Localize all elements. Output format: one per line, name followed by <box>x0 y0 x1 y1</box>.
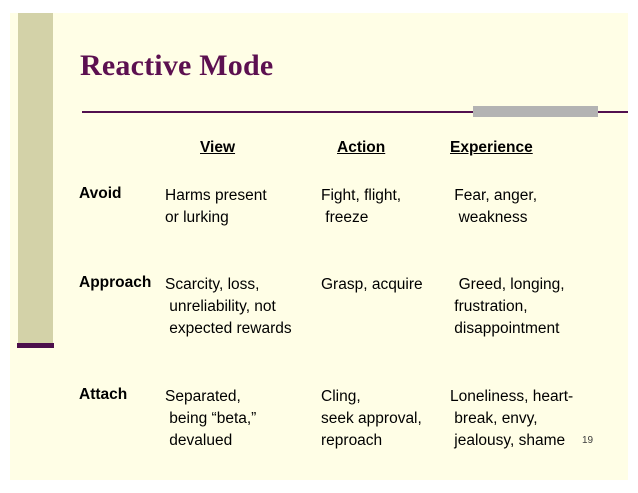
cell-approach-experience: Greed, longing, frustration, disappointm… <box>454 276 565 337</box>
row-label-attach: Attach <box>79 386 128 403</box>
cell-avoid-view: Harms present or lurking <box>165 187 267 226</box>
title-divider-rule <box>82 111 628 113</box>
column-header-experience: Experience <box>450 139 533 156</box>
cell-avoid-action: Fight, flight, freeze <box>321 187 402 226</box>
column-header-view: View <box>200 139 236 156</box>
cell-approach-action: Grasp, acquire <box>321 276 423 293</box>
cell-attach-action: Cling, seek approval, reproach <box>321 388 422 449</box>
page-title: Reactive Mode <box>80 49 274 82</box>
cell-attach-experience: Loneliness, heart- break, envy, jealousy… <box>450 388 574 449</box>
row-label-avoid: Avoid <box>79 185 122 202</box>
decorative-rule-block <box>473 106 598 117</box>
slide: Reactive Mode View Action Experience Avo… <box>10 13 628 480</box>
decorative-side-strip-cap <box>17 343 54 348</box>
row-label-approach: Approach <box>79 274 152 291</box>
cell-avoid-experience: Fear, anger, weakness <box>454 187 538 226</box>
cell-approach-view: Scarcity, loss, unreliability, not expec… <box>165 276 292 337</box>
slide-number: 19 <box>582 435 594 446</box>
decorative-side-strip <box>18 13 53 344</box>
column-header-action: Action <box>337 139 386 156</box>
reactive-mode-table: View Action Experience Avoid Harms prese… <box>10 13 628 480</box>
cell-attach-view: Separated, being “beta,” devalued <box>165 388 257 449</box>
